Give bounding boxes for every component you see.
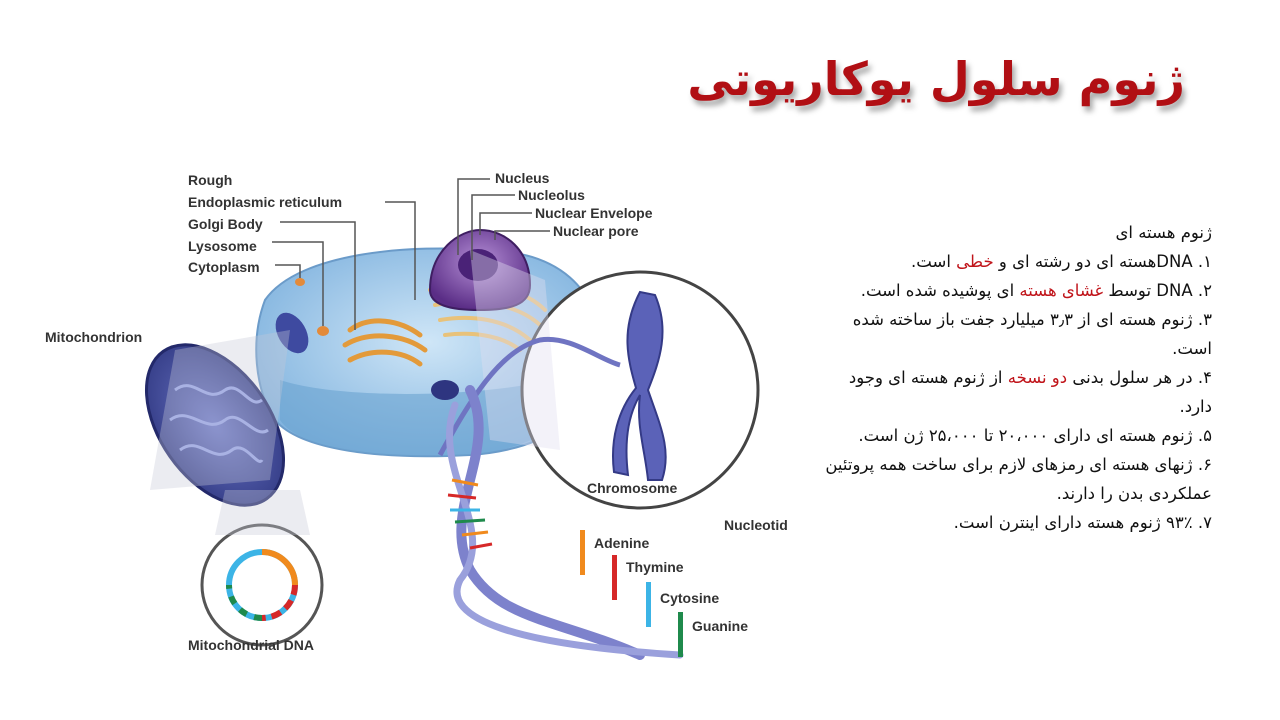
cytoplasm-shadow	[280, 370, 590, 457]
list-item: ۱. DNAهسته ای دو رشته ای و خطی است.	[911, 252, 1212, 271]
label-nucleus: Nucleus	[495, 170, 550, 186]
list-item: ۶. ژنهای هسته ای رمزهای لازم برای ساخت ه…	[825, 455, 1212, 503]
label-adenine: Adenine	[594, 535, 649, 551]
label-pore: Nuclear pore	[553, 223, 639, 239]
chromosome	[612, 290, 667, 481]
cytosine-bar	[646, 582, 651, 627]
mito-cristae	[169, 384, 269, 463]
dna-helix	[446, 401, 684, 659]
label-mitochondrion: Mitochondrion	[45, 329, 142, 345]
list-item: ۷. ۹۳٪ ژنوم هسته دارای اینترن است.	[953, 513, 1212, 532]
mtdna-ring	[226, 549, 298, 621]
base-pairs	[447, 478, 493, 550]
label-nucleotide: Nucleotid	[724, 517, 788, 533]
list-item: ۵. ژنوم هسته ای دارای ۲۰،۰۰۰ تا ۲۵،۰۰۰ ژ…	[858, 426, 1212, 445]
slide-title: ژنوم سلول یوکاریوتی	[687, 52, 1185, 106]
dna-strand	[437, 336, 621, 457]
text-block: ژنوم هسته ای ۱. DNAهسته ای دو رشته ای و …	[817, 218, 1212, 537]
list-item: ۲. DNA توسط غشای هسته ای پوشیده شده است.	[860, 281, 1212, 300]
label-cytosine: Cytosine	[660, 590, 719, 606]
lysosome	[295, 278, 305, 286]
label-mtdna: Mitochondrial DNA	[188, 637, 314, 653]
nucleolus	[458, 249, 498, 281]
label-golgi: Golgi Body	[188, 216, 263, 232]
adenine-bar	[580, 530, 585, 575]
list-item: ۴. در هر سلول بدنی دو نسخه از ژنوم هسته …	[848, 368, 1212, 416]
leader-lines	[272, 178, 550, 330]
cell-mitochondrion	[275, 312, 309, 354]
zoom-beam	[150, 330, 290, 490]
text-heading: ژنوم هسته ای	[1115, 223, 1212, 242]
label-rough: Rough	[188, 172, 232, 188]
label-er: Endoplasmic reticulum	[188, 194, 342, 210]
cell-diagram: Rough Endoplasmic reticulum Golgi Body L…	[45, 170, 788, 660]
label-cytoplasm: Cytoplasm	[188, 259, 260, 275]
thymine-bar	[612, 555, 617, 600]
label-chromosome: Chromosome	[587, 480, 677, 496]
mtdna-zoom-circle	[200, 523, 324, 647]
label-envelope: Nuclear Envelope	[535, 205, 653, 221]
label-thymine: Thymine	[626, 559, 684, 575]
cell-vesicle	[431, 380, 459, 400]
list-item: ۳. ژنوم هسته ای از ۳٫۳ میلیارد جفت باز س…	[852, 310, 1212, 358]
golgi-body	[342, 318, 428, 367]
label-lysosome: Lysosome	[188, 238, 257, 254]
label-nucleolus: Nucleolus	[518, 187, 585, 203]
guanine-bar	[678, 612, 683, 657]
zoom-beam	[215, 490, 310, 535]
lysosome	[317, 326, 329, 336]
label-guanine: Guanine	[692, 618, 748, 634]
